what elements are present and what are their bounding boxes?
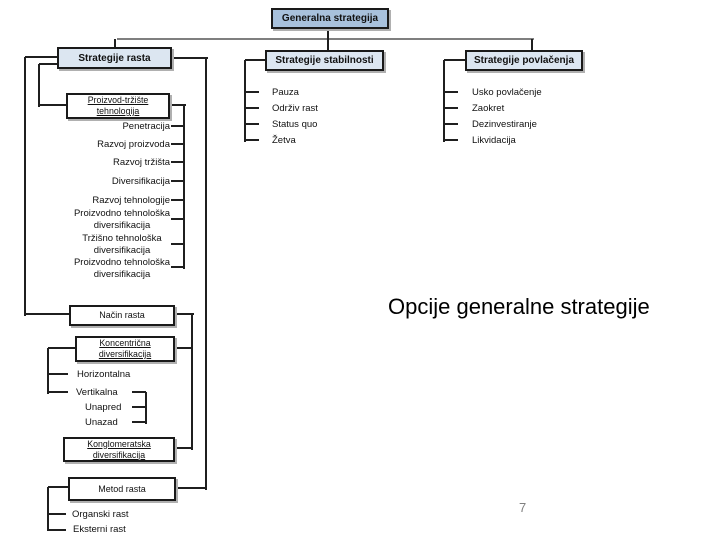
node-metod-rasta: Metod rasta	[68, 477, 176, 501]
tree-item-unapred: Unapred	[85, 402, 122, 413]
tree-item-odrziv-rast: Održiv rast	[272, 103, 318, 114]
tree-item-usko-povlacenje: Usko povlačenje	[472, 87, 542, 98]
connector-line	[171, 180, 184, 182]
tree-item-likvidacija: Likvidacija	[472, 135, 516, 146]
tree-item-organski-rast: Organski rast	[72, 509, 129, 520]
connector-line	[47, 487, 49, 531]
connector-line	[48, 486, 68, 488]
connector-line	[444, 139, 458, 141]
node-strategije-rasta: Strategije rasta	[57, 47, 172, 69]
connector-line	[39, 104, 66, 106]
connector-line	[38, 64, 40, 107]
node-konglomeratska-diversifikacija: Konglomeratska diversifikacija	[63, 437, 175, 462]
connector-line	[171, 143, 184, 145]
tree-item-trzisno-tehnoloska-diversifikacija: Tržišno tehnološka diversifikacija	[82, 233, 162, 256]
tree-item-razvoj-proizvoda: Razvoj proizvoda	[97, 139, 170, 150]
tree-item-pauza: Pauza	[272, 87, 299, 98]
connector-line	[175, 347, 192, 349]
node-proizvod-trziste-tehnologija: Proizvod-tržište tehnologija	[66, 93, 170, 119]
connector-line	[444, 107, 458, 109]
connector-line	[444, 91, 458, 93]
connector-line	[171, 199, 184, 201]
connector-line	[171, 161, 184, 163]
connector-line	[175, 447, 192, 449]
node-generalna-strategija: Generalna strategija	[271, 8, 389, 29]
connector-line	[48, 529, 66, 531]
connector-line	[25, 56, 57, 58]
tree-item-vertikalna: Vertikalna	[76, 387, 118, 398]
connector-line	[47, 348, 49, 394]
connector-line	[117, 38, 534, 40]
connector-line	[48, 391, 68, 393]
connector-line	[132, 406, 146, 408]
connector-line	[183, 105, 185, 269]
connector-line	[176, 486, 206, 490]
connector-line	[244, 60, 246, 142]
page-number: 7	[519, 500, 527, 515]
connector-line	[132, 421, 146, 423]
node-strategije-stabilnosti: Strategije stabilnosti	[265, 50, 384, 71]
node-strategije-povlacenja: Strategije povlačenja	[465, 50, 583, 71]
connector-line	[245, 91, 259, 93]
connector-line	[444, 123, 458, 125]
connector-line	[39, 63, 57, 65]
connector-line	[443, 60, 445, 142]
tree-item-proizvodno-tehnoloska-diversifikacija-2: Proizvodno tehnološka diversifikacija	[73, 257, 171, 280]
connector-line	[444, 59, 465, 61]
tree-item-zetva: Žetva	[272, 135, 296, 146]
connector-line	[171, 266, 184, 268]
tree-item-dezinvestiranje: Dezinvestiranje	[472, 119, 537, 130]
connector-line	[171, 218, 184, 220]
connector-line	[191, 314, 193, 450]
connector-line	[245, 139, 259, 141]
connector-line	[245, 59, 265, 61]
tree-item-penetracija: Penetracija	[122, 121, 170, 132]
tree-item-eksterni-rast: Eksterni rast	[73, 524, 126, 535]
connector-line	[245, 107, 259, 109]
connector-line	[114, 39, 116, 48]
connector-line	[205, 58, 207, 490]
tree-item-razvoj-tehnologije: Razvoj tehnologije	[92, 195, 170, 206]
connector-line	[24, 57, 26, 316]
connector-line	[25, 313, 69, 315]
connector-line	[132, 391, 146, 393]
node-nacin-rasta: Način rasta	[69, 305, 175, 326]
tree-item-razvoj-trzista: Razvoj tržišta	[112, 157, 170, 168]
tree-item-zaokret: Zaokret	[472, 103, 505, 114]
tree-item-status-quo: Status quo	[272, 119, 318, 130]
connector-line	[531, 39, 533, 50]
connector-line	[48, 373, 68, 375]
connector-line	[175, 313, 194, 315]
connector-line	[326, 29, 330, 50]
tree-item-proizvodno-tehnoloska-diversifikacija: Proizvodno tehnološka diversifikacija	[73, 208, 171, 231]
connector-line	[171, 125, 184, 127]
tree-item-horizontalna: Horizontalna	[77, 369, 131, 380]
connector-line	[145, 392, 147, 424]
node-koncentricna-diversifikacija: Koncentrična diversifikacija	[75, 336, 175, 362]
connector-line	[170, 104, 186, 106]
tree-item-unazad: Unazad	[85, 417, 118, 428]
connector-line	[245, 123, 259, 125]
tree-item-diversifikacija: Diversifikacija	[111, 176, 170, 187]
connector-line	[48, 347, 75, 349]
connector-line	[171, 243, 184, 245]
connector-line	[172, 56, 208, 60]
connector-line	[48, 513, 66, 515]
slide-title: Opcije generalne strategije	[388, 294, 650, 319]
